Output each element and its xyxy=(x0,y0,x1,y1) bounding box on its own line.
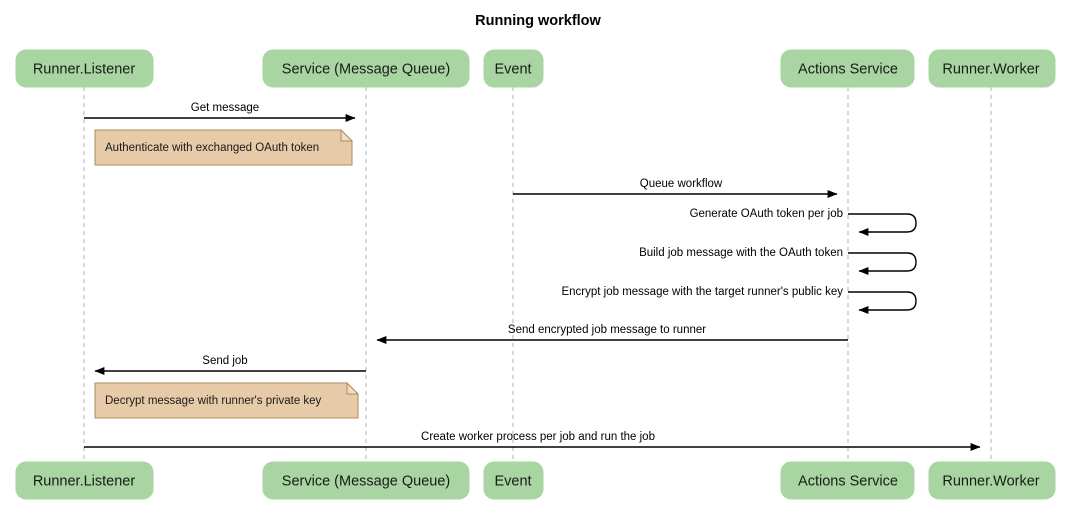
diagram-title: Running workflow xyxy=(475,13,601,29)
message-get-message[interactable]: Get message xyxy=(84,102,356,122)
participant-runner-worker-top[interactable]: Runner.Worker xyxy=(928,49,1056,88)
message-line-build-job-message xyxy=(848,252,917,275)
message-line-encrypt-job-message xyxy=(848,291,917,314)
message-label-generate-oauth-token: Generate OAuth token per job xyxy=(690,208,843,220)
participant-runner-worker-bottom[interactable]: Runner.Worker xyxy=(928,461,1056,500)
participant-label-actions-service: Actions Service xyxy=(798,473,898,489)
participant-box-runner-listener[interactable] xyxy=(15,461,154,500)
message-encrypt-job-message[interactable]: Encrypt job message with the target runn… xyxy=(561,286,917,314)
participant-label-runner-worker: Runner.Worker xyxy=(942,61,1039,77)
participant-box-runner-worker[interactable] xyxy=(928,49,1056,88)
note-label-note-authenticate: Authenticate with exchanged OAuth token xyxy=(105,142,319,154)
note-note-authenticate: Authenticate with exchanged OAuth token xyxy=(94,128,354,166)
participant-box-service-queue[interactable] xyxy=(262,461,470,500)
message-line-generate-oauth-token xyxy=(848,213,917,236)
message-label-create-worker-process: Create worker process per job and run th… xyxy=(421,431,655,443)
participant-box-runner-listener[interactable] xyxy=(15,49,154,88)
participants-top-group: Runner.Listener Service (Message Queue) Ev… xyxy=(15,49,1056,88)
message-build-job-message[interactable]: Build job message with the OAuth token xyxy=(639,247,917,275)
participant-runner-listener-top[interactable]: Runner.Listener xyxy=(15,49,154,88)
message-create-worker-process[interactable]: Create worker process per job and run th… xyxy=(84,431,981,451)
participant-actions-service-top[interactable]: Actions Service xyxy=(780,49,915,88)
message-label-send-job: Send job xyxy=(202,355,247,367)
participant-label-actions-service: Actions Service xyxy=(798,61,898,77)
participant-service-queue-top[interactable]: Service (Message Queue) xyxy=(262,49,470,88)
note-body-note-decrypt xyxy=(94,382,359,419)
message-label-queue-workflow: Queue workflow xyxy=(640,178,723,190)
participant-label-event: Event xyxy=(494,473,531,489)
participant-event-top[interactable]: Event xyxy=(483,49,544,88)
participant-label-runner-listener: Runner.Listener xyxy=(33,61,136,77)
participant-label-runner-worker: Runner.Worker xyxy=(942,473,1039,489)
note-fold-corner-icon xyxy=(346,381,360,395)
message-label-encrypt-job-message: Encrypt job message with the target runn… xyxy=(561,286,843,298)
participant-box-event[interactable] xyxy=(483,49,544,88)
participants-bottom-group: Runner.Listener Service (Message Queue) Ev… xyxy=(15,461,1056,500)
participant-label-service-queue: Service (Message Queue) xyxy=(282,61,450,77)
message-label-build-job-message: Build job message with the OAuth token xyxy=(639,247,843,259)
notes-group: Authenticate with exchanged OAuth tokenD… xyxy=(94,128,360,419)
participant-box-actions-service[interactable] xyxy=(780,49,915,88)
participant-label-runner-listener: Runner.Listener xyxy=(33,473,136,489)
message-send-job[interactable]: Send job xyxy=(94,355,366,375)
participant-box-event[interactable] xyxy=(483,461,544,500)
participant-label-service-queue: Service (Message Queue) xyxy=(282,473,450,489)
message-label-get-message: Get message xyxy=(191,102,259,114)
participant-service-queue-bottom[interactable]: Service (Message Queue) xyxy=(262,461,470,500)
note-fold-corner-icon xyxy=(340,128,354,142)
participant-actions-service-bottom[interactable]: Actions Service xyxy=(780,461,915,500)
participant-box-actions-service[interactable] xyxy=(780,461,915,500)
message-queue-workflow[interactable]: Queue workflow xyxy=(513,178,838,198)
participant-label-event: Event xyxy=(494,61,531,77)
message-generate-oauth-token[interactable]: Generate OAuth token per job xyxy=(690,208,917,236)
note-label-note-decrypt: Decrypt message with runner's private ke… xyxy=(105,395,322,407)
participant-box-runner-worker[interactable] xyxy=(928,461,1056,500)
note-body-note-authenticate xyxy=(94,129,353,166)
participant-runner-listener-bottom[interactable]: Runner.Listener xyxy=(15,461,154,500)
participant-event-bottom[interactable]: Event xyxy=(483,461,544,500)
message-label-send-encrypted-job-message: Send encrypted job message to runner xyxy=(508,324,706,336)
note-note-decrypt: Decrypt message with runner's private ke… xyxy=(94,381,360,419)
participant-box-service-queue[interactable] xyxy=(262,49,470,88)
lifelines-group xyxy=(83,87,992,462)
message-send-encrypted-job-message[interactable]: Send encrypted job message to runner xyxy=(376,324,848,344)
